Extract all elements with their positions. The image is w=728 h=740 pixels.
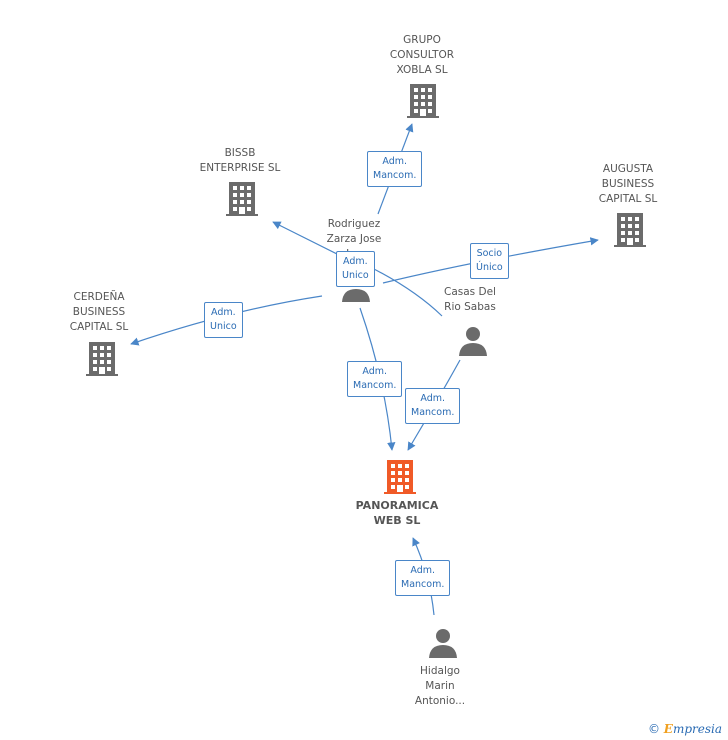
node-augusta-business-capital[interactable]: AUGUSTA BUSINESS CAPITAL SL (578, 162, 678, 207)
node-cerdena-business-capital[interactable]: CERDEÑA BUSINESS CAPITAL SL (49, 290, 149, 335)
person-icon[interactable] (458, 326, 488, 356)
node-label: Hidalgo Marin Antonio... (414, 665, 466, 707)
edge-rodriguez-bissb (272, 221, 346, 259)
node-label: CERDEÑA BUSINESS CAPITAL SL (69, 291, 129, 333)
edge-label-rodriguez-cerdena[interactable]: Adm. Unico (204, 302, 243, 338)
copyright-icon: © (647, 722, 660, 736)
building-icon[interactable] (226, 182, 258, 216)
person-icon[interactable] (428, 628, 458, 658)
brand-name: mpresia (672, 722, 722, 736)
edge-label-hidalgo-panoramica[interactable]: Adm. Mancom. (395, 560, 451, 596)
copyright-brand: © Empresia (648, 722, 722, 736)
node-label: PANORAMICA WEB SL (355, 499, 439, 527)
building-icon[interactable] (614, 213, 646, 247)
node-casas-del-rio-sabas[interactable]: Casas Del Rio Sabas (420, 285, 520, 315)
node-hidalgo-marin-antonio[interactable]: Hidalgo Marin Antonio... (390, 664, 490, 709)
edge-label-casas-panoramica[interactable]: Adm. Mancom. (405, 388, 461, 424)
node-label: Casas Del Rio Sabas (444, 286, 496, 313)
edge-label-rodriguez-panoramica[interactable]: Adm. Mancom. (347, 361, 403, 397)
node-label: GRUPO CONSULTOR XOBLA SL (389, 34, 455, 76)
focus-building-icon[interactable] (384, 460, 416, 494)
edge-label-rodriguez-augusta[interactable]: Socio Único (470, 243, 509, 279)
node-grupo-consultor-xobla[interactable]: GRUPO CONSULTOR XOBLA SL (372, 33, 472, 78)
brand-initial: E (663, 722, 673, 736)
node-panoramica-web[interactable]: PANORAMICA WEB SL (347, 498, 447, 528)
building-icon[interactable] (86, 342, 118, 376)
node-bissb-enterprise[interactable]: BISSB ENTERPRISE SL (190, 146, 290, 176)
node-label: BISSB ENTERPRISE SL (199, 147, 281, 174)
edge-label-rodriguez-bissb[interactable]: Adm. Unico (336, 251, 375, 287)
node-label: AUGUSTA BUSINESS CAPITAL SL (598, 163, 658, 205)
edge-rodriguez-casas (371, 267, 443, 317)
edge-label-rodriguez-grupo[interactable]: Adm. Mancom. (367, 151, 423, 187)
building-icon[interactable] (407, 84, 439, 118)
